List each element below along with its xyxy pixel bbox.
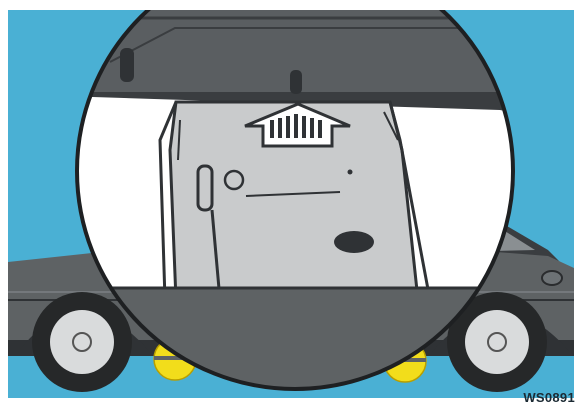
figure-reference-code: WS0891 <box>523 390 575 405</box>
rear-wheel <box>32 292 132 392</box>
